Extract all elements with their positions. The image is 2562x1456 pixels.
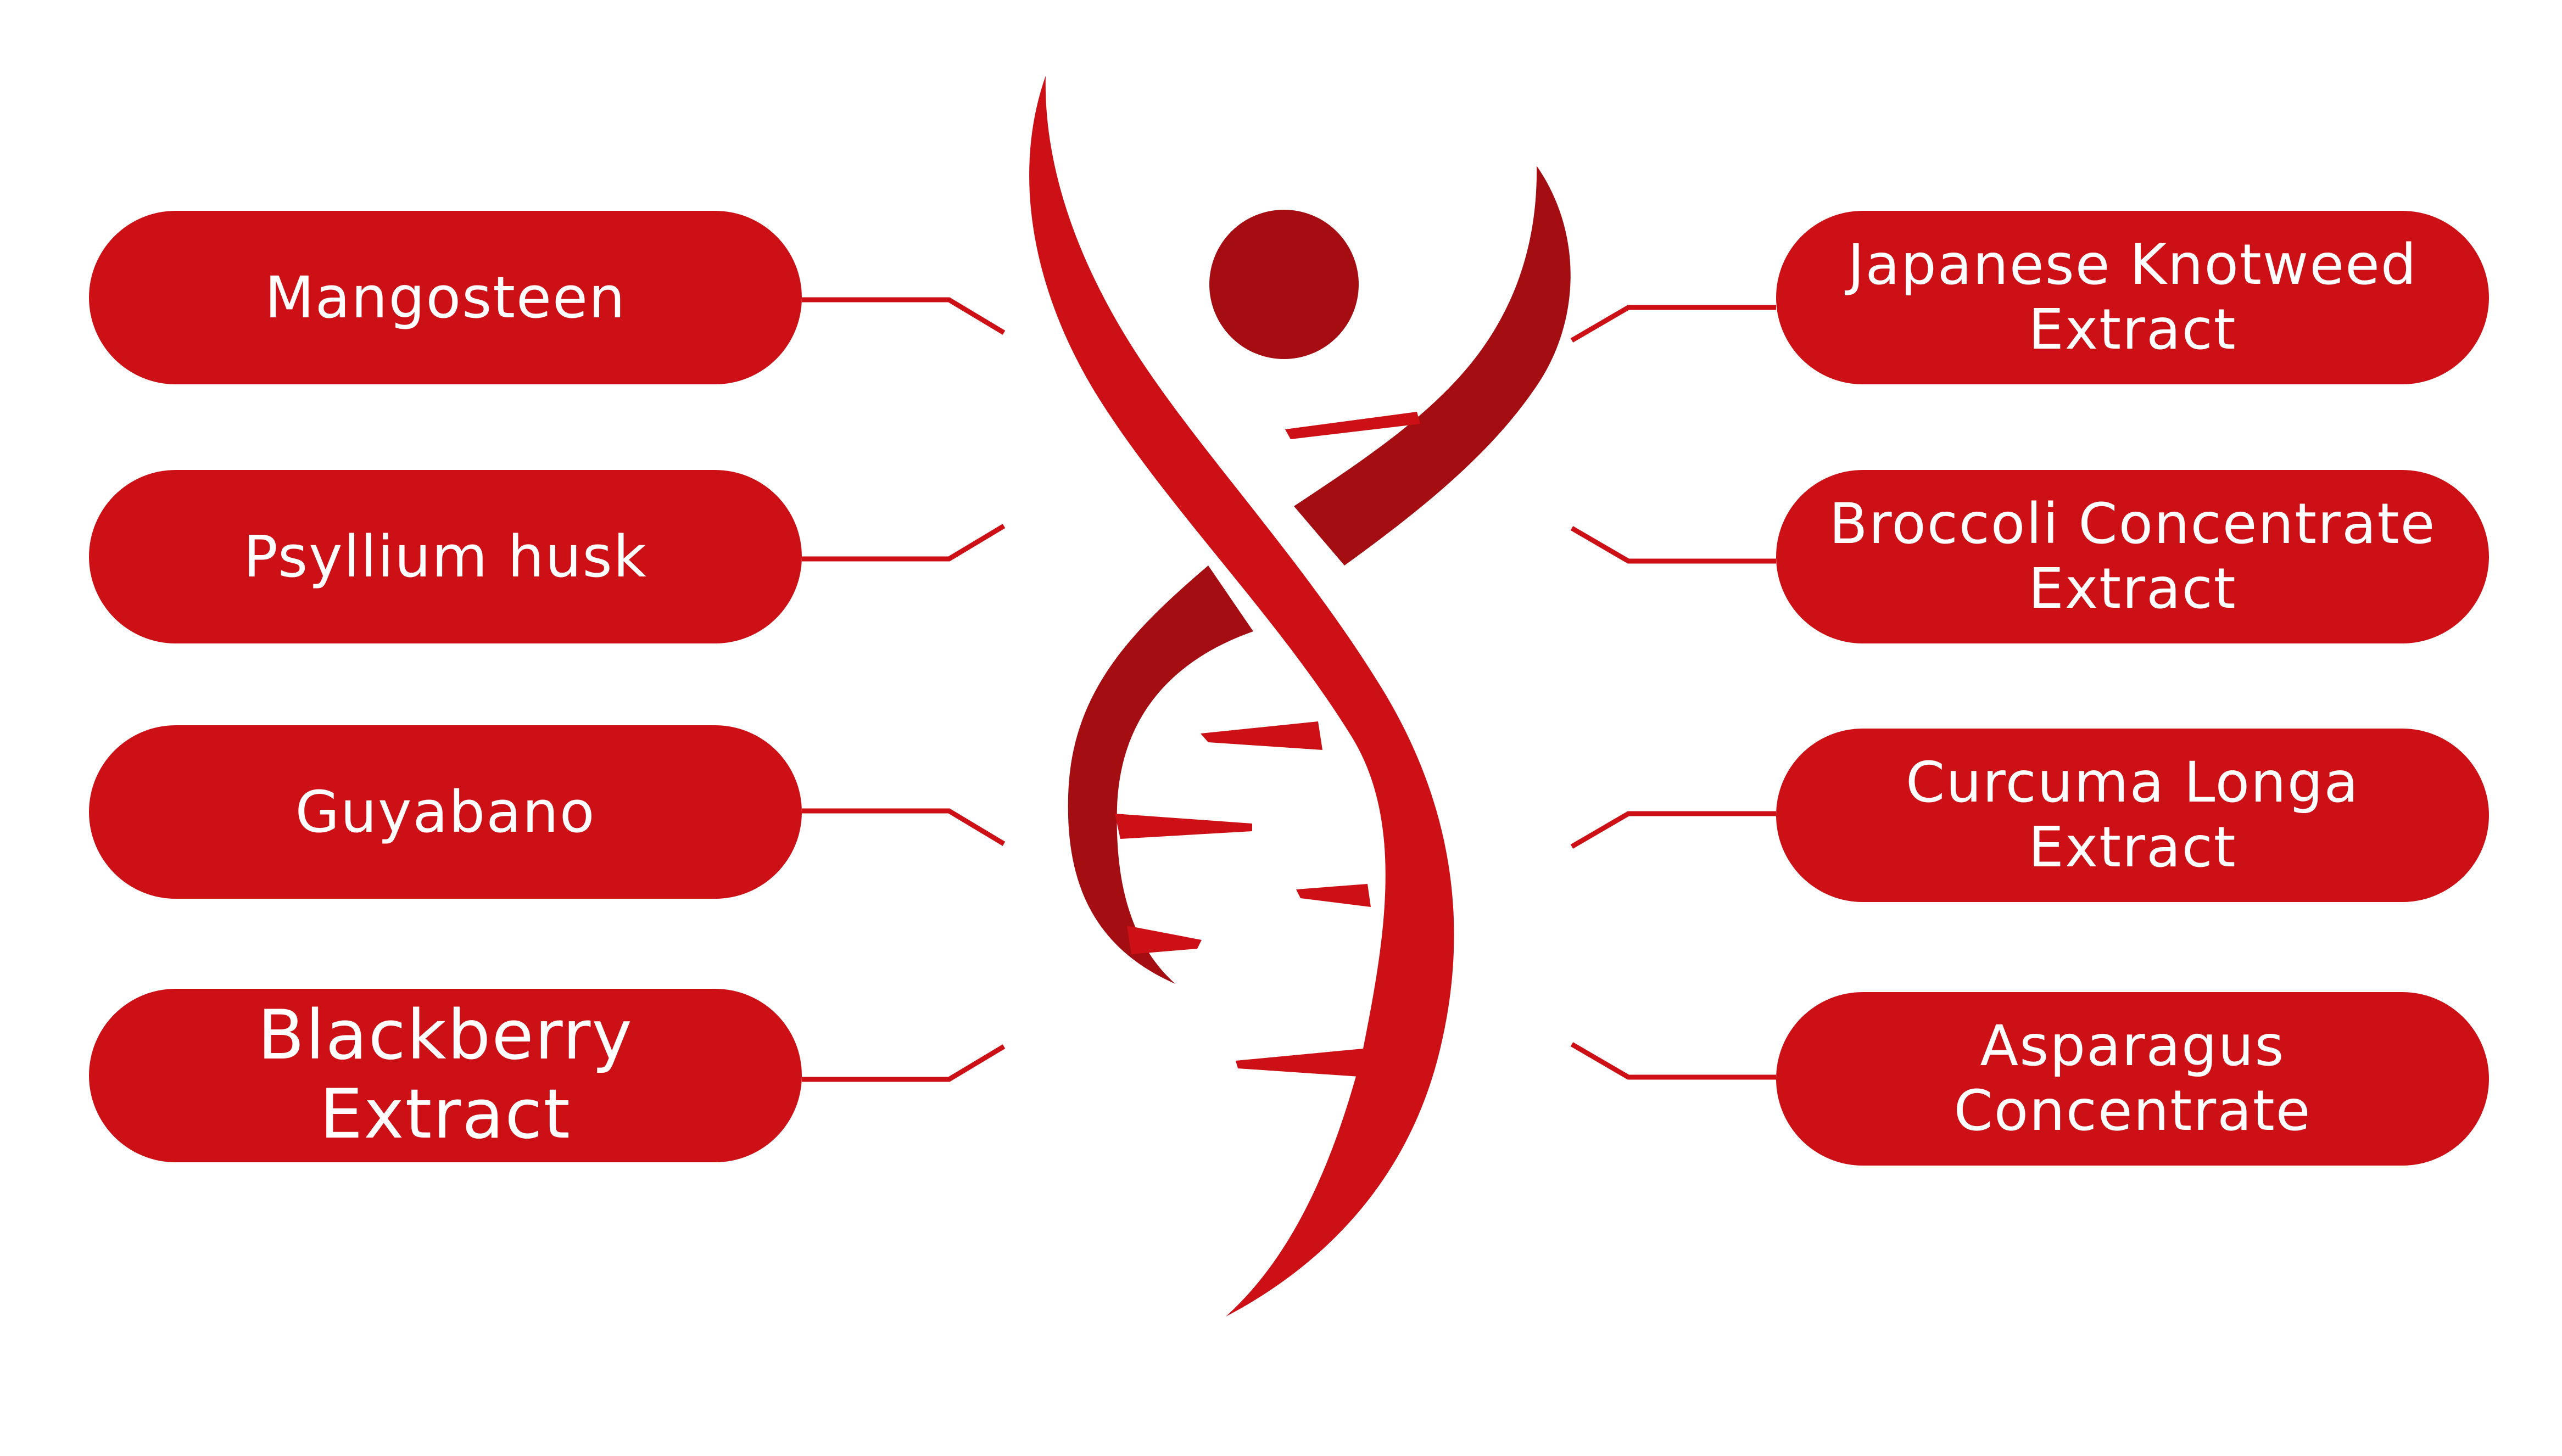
connector-right-1 (1570, 526, 1776, 564)
connector-right-0 (1570, 305, 1776, 343)
ingredient-pill-mangosteen: Mangosteen (89, 211, 802, 384)
connector-right-2 (1570, 811, 1776, 849)
ingredient-label: Psyllium husk (243, 523, 648, 590)
ingredient-label: Guyabano (295, 778, 596, 845)
connector-left-2 (802, 808, 1006, 846)
connector-right-3 (1570, 1042, 1776, 1080)
ingredient-pill-curcuma-longa-extract: Curcuma Longa Extract (1776, 729, 2489, 902)
helix-back-strand (1294, 166, 1571, 565)
connector-left-3 (802, 1044, 1006, 1082)
dna-helix-figure-icon (1029, 76, 1571, 1317)
figure-head (1209, 210, 1359, 359)
ingredient-pill-psyllium-husk: Psyllium husk (89, 470, 802, 643)
ingredient-pill-blackberry-extract: Blackberry Extract (89, 989, 802, 1162)
ingredient-pill-japanese-knotweed-extract: Japanese Knotweed Extract (1776, 211, 2489, 384)
left-connectors (802, 297, 1006, 1082)
ingredient-label: Japanese Knotweed Extract (1847, 232, 2418, 362)
ingredient-label: Asparagus Concentrate (1953, 1013, 2312, 1144)
helix-front-strand (1029, 76, 1454, 1317)
ingredient-pill-guyabano: Guyabano (89, 725, 802, 899)
ingredient-label: Blackberry Extract (258, 996, 633, 1154)
helix-back-strand-lower (1068, 565, 1253, 984)
connector-left-0 (802, 297, 1006, 335)
ingredient-label: Curcuma Longa Extract (1906, 749, 2359, 880)
ingredient-label: Broccoli Concentrate Extract (1829, 491, 2436, 621)
connector-left-1 (802, 524, 1006, 562)
ingredient-pill-asparagus-concentrate: Asparagus Concentrate (1776, 992, 2489, 1166)
right-connectors (1570, 305, 1776, 1080)
helix-rungs (1115, 412, 1420, 1077)
ingredient-label: Mangosteen (265, 264, 626, 331)
ingredient-pill-broccoli-concentrate-extract: Broccoli Concentrate Extract (1776, 470, 2489, 643)
